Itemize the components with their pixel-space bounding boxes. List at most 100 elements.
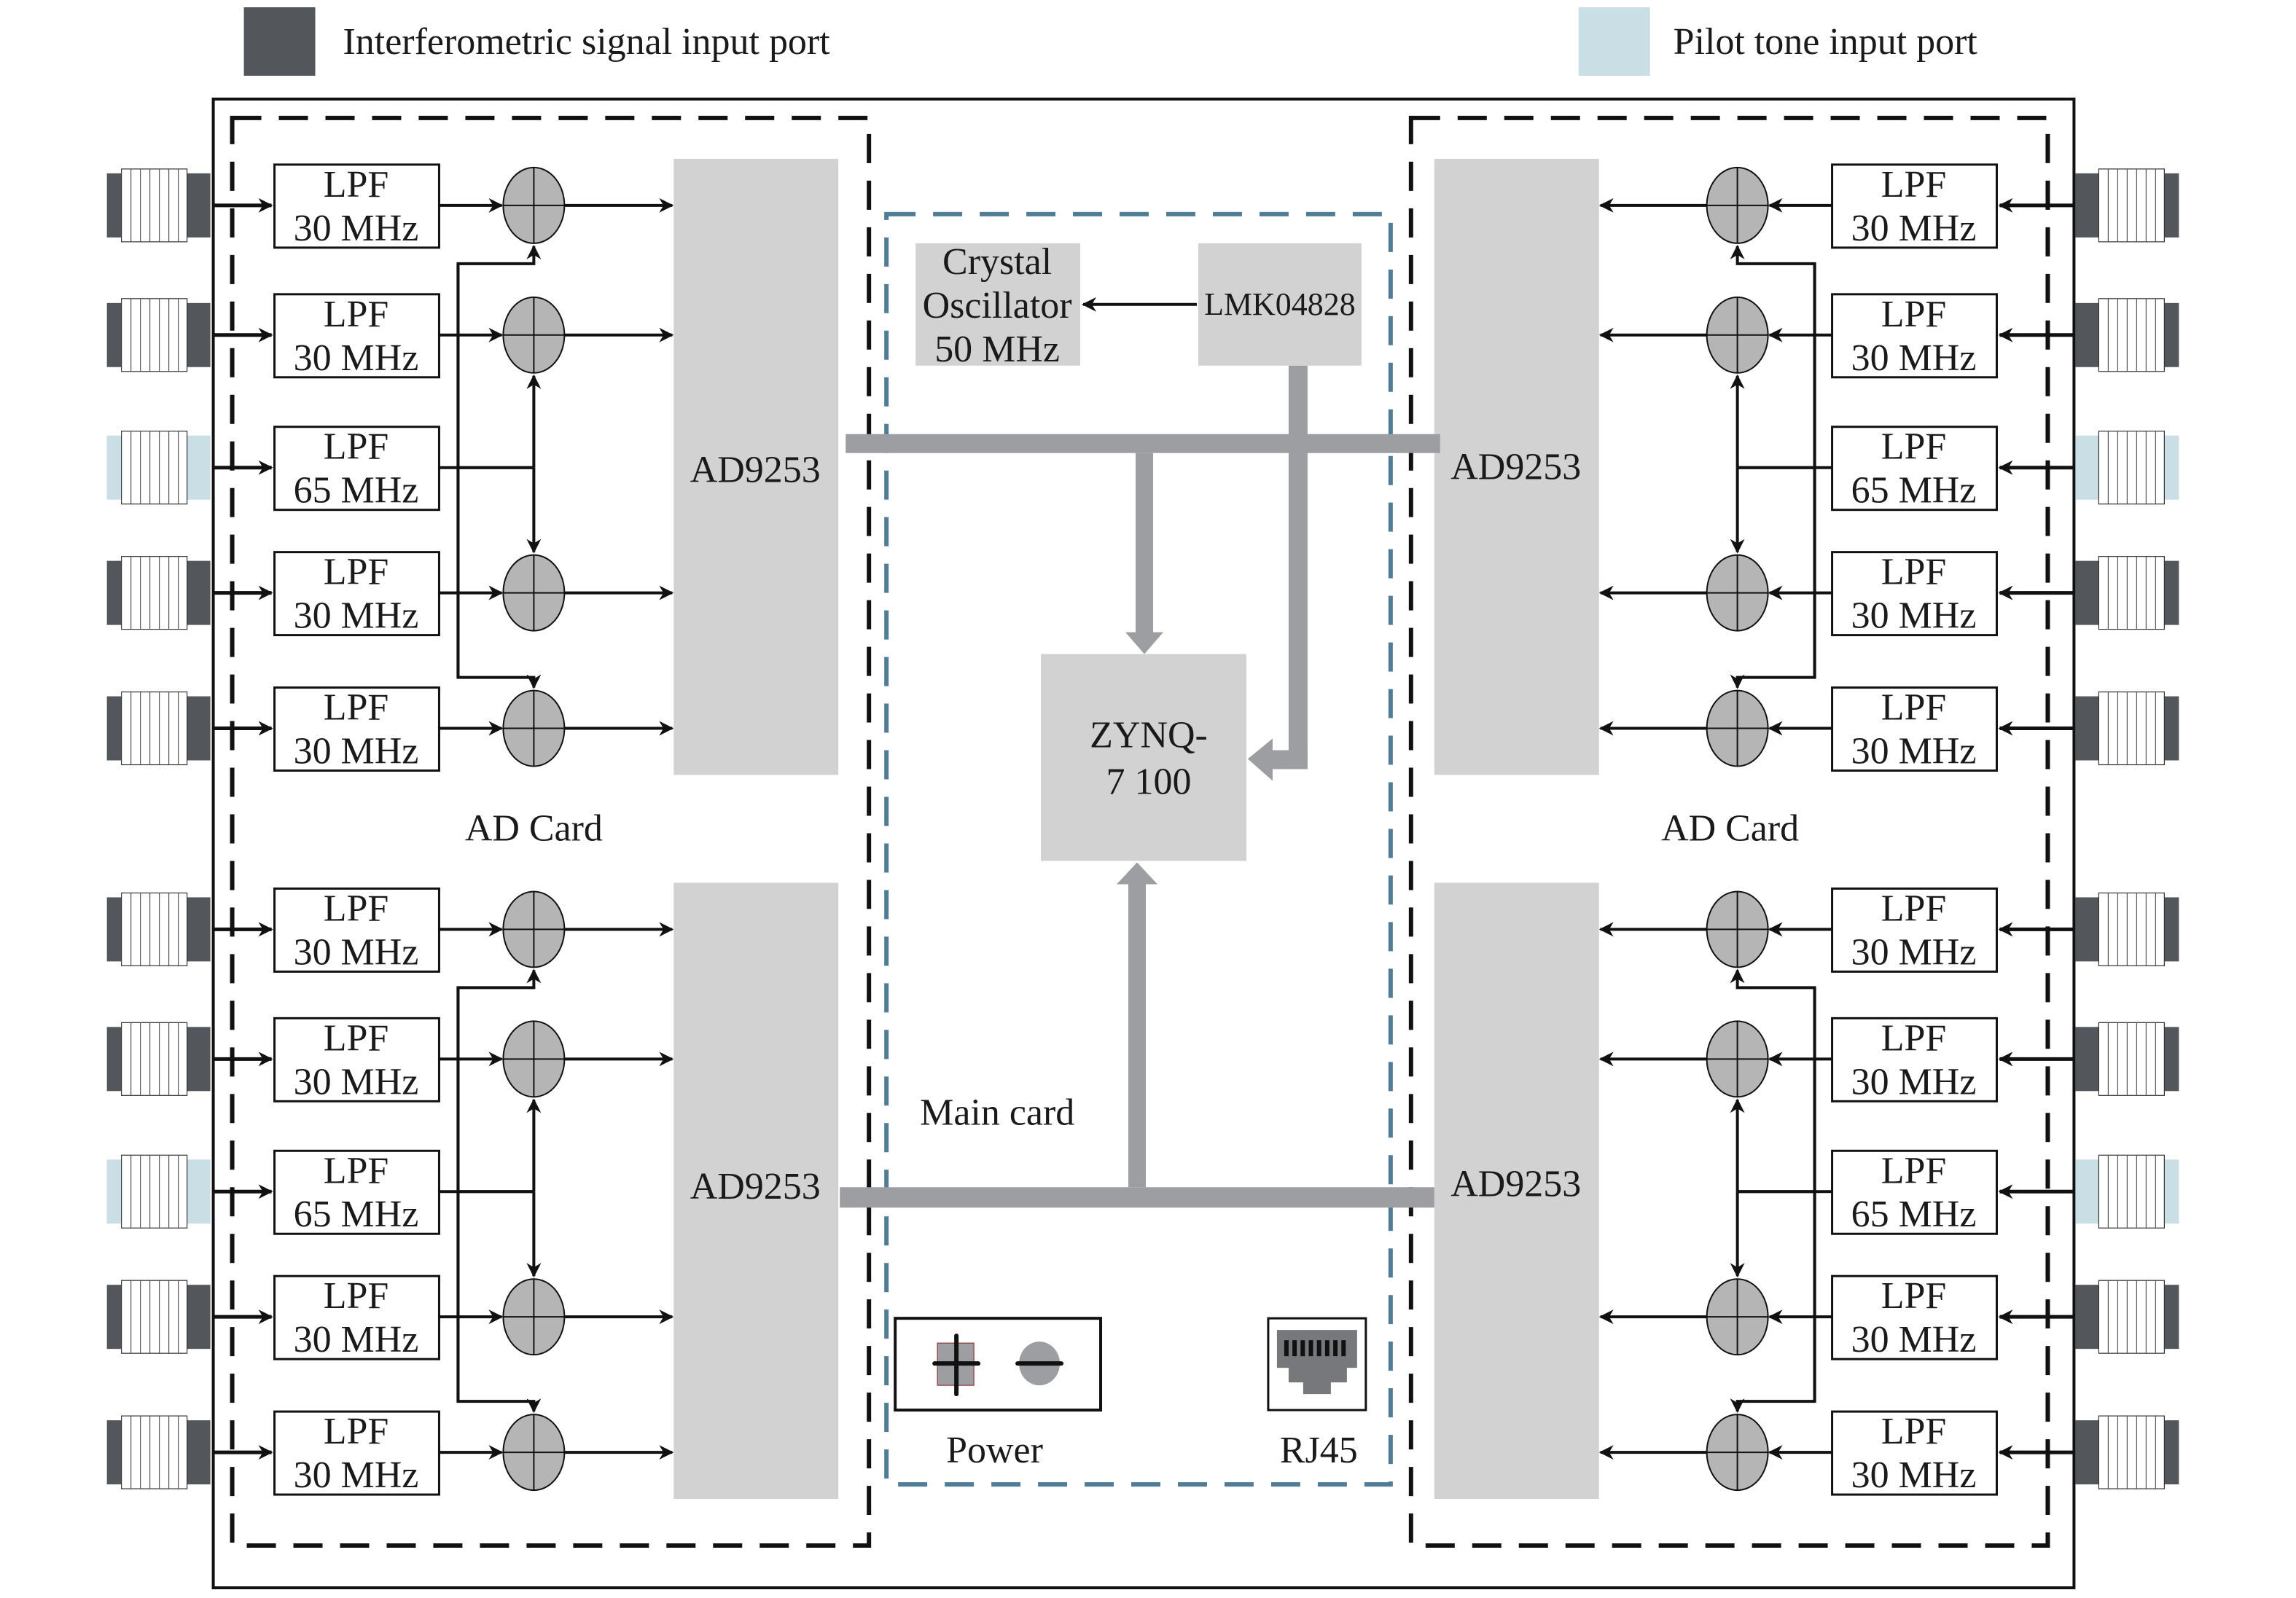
lpf-filter-block <box>273 163 440 249</box>
lpf-label: LPF <box>1881 1275 1947 1317</box>
ad-card-label: AD Card <box>465 807 603 849</box>
lpf-cutoff-label: 65 MHz <box>1851 470 1977 512</box>
lpf-filter-block <box>273 551 440 637</box>
interferometric-input-port[interactable] <box>106 298 211 372</box>
lpf-label: LPF <box>1881 426 1947 468</box>
lpf-cutoff-label: 30 MHz <box>294 931 419 973</box>
lpf-cutoff-label: 30 MHz <box>1851 1454 1977 1496</box>
lpf-label: LPF <box>1881 888 1947 929</box>
lpf-filter-block <box>273 1410 440 1496</box>
lpf-cutoff-label: 30 MHz <box>1851 208 1977 249</box>
lpf-label: LPF <box>324 426 389 468</box>
lpf-filter-block <box>1831 293 1998 379</box>
interferometric-input-port[interactable] <box>106 1280 211 1354</box>
pilot-tone-input-port[interactable] <box>2075 431 2179 505</box>
data-bus-bottom <box>840 1187 1434 1208</box>
zynq-fpga-block <box>1041 654 1246 861</box>
rj45-pin <box>1284 1340 1289 1357</box>
connector-thread-icon <box>121 431 188 505</box>
interferometric-input-port[interactable] <box>106 1415 211 1489</box>
lpf-filter-block <box>273 887 440 973</box>
rj45-pin <box>1292 1340 1297 1357</box>
signal-combiner <box>502 890 566 968</box>
bus-arrow-up-icon <box>1117 862 1157 885</box>
lpf-label: LPF <box>324 1017 389 1059</box>
lpf-filter-block <box>1831 887 1998 973</box>
interferometric-input-port[interactable] <box>2075 892 2179 966</box>
zynq-line2: 7 100 <box>1106 761 1192 803</box>
crystal-line3: 50 MHz <box>934 329 1060 370</box>
lpf-filter-block <box>273 686 440 772</box>
interferometric-input-port[interactable] <box>106 691 211 766</box>
signal-combiner <box>1706 890 1769 968</box>
rj45-connector[interactable] <box>1267 1317 1367 1411</box>
legend: Interferometric signal input port Pilot … <box>243 7 1977 76</box>
connector-thread-icon <box>2098 431 2165 505</box>
interferometric-input-port[interactable] <box>2075 1415 2179 1489</box>
lpf-filter-block <box>1831 426 1998 512</box>
signal-combiner <box>1706 1414 1769 1492</box>
lpf-cutoff-label: 30 MHz <box>1851 1061 1977 1102</box>
pilot-tone-input-port[interactable] <box>106 431 211 505</box>
signal-combiner <box>502 166 566 244</box>
ad9253-adc-block <box>1434 882 1599 1500</box>
rj45-pin <box>1341 1340 1346 1357</box>
bus-to-fpga-top <box>1136 453 1153 635</box>
legend-swatch-pilot <box>1578 7 1650 76</box>
ad-card-label: AD Card <box>1661 807 1799 849</box>
rj45-pin <box>1333 1340 1338 1357</box>
lpf-cutoff-label: 30 MHz <box>294 1061 419 1102</box>
interferometric-input-port[interactable] <box>2075 691 2179 766</box>
pilot-tone-input-port[interactable] <box>2075 1154 2179 1229</box>
connector-thread-icon <box>121 1022 188 1096</box>
lpf-label: LPF <box>324 164 389 205</box>
interferometric-input-port[interactable] <box>2075 1022 2179 1096</box>
connector-thread-icon <box>2098 556 2165 630</box>
interferometric-input-port[interactable] <box>2075 298 2179 372</box>
interferometric-input-port[interactable] <box>2075 556 2179 630</box>
interferometric-input-port[interactable] <box>106 556 211 630</box>
interferometric-input-port[interactable] <box>2075 1280 2179 1354</box>
signal-combiner <box>502 689 566 767</box>
lmk04828-block <box>1198 243 1362 366</box>
lpf-cutoff-label: 30 MHz <box>294 208 419 249</box>
legend-label-interferometric: Interferometric signal input port <box>343 21 831 63</box>
lpf-cutoff-label: 65 MHz <box>294 1194 419 1235</box>
lpf-cutoff-label: 65 MHz <box>294 470 419 512</box>
main-card-boundary <box>884 211 1393 1487</box>
signal-combiner <box>502 296 566 374</box>
connector-thread-icon <box>121 168 188 243</box>
lpf-cutoff-label: 30 MHz <box>294 595 419 637</box>
ad9253-adc-block <box>1434 158 1599 775</box>
pilot-tone-input-port[interactable] <box>106 1154 211 1229</box>
ad-card-right-boundary <box>1408 115 2050 1548</box>
interferometric-input-port[interactable] <box>106 168 211 243</box>
connector-thread-icon <box>121 298 188 372</box>
lpf-cutoff-label: 30 MHz <box>294 337 419 379</box>
power-label: Power <box>946 1430 1043 1471</box>
lpf-label: LPF <box>1881 1017 1947 1059</box>
connector-thread-icon <box>2098 1415 2165 1489</box>
interferometric-input-port[interactable] <box>106 1022 211 1096</box>
connector-thread-icon <box>121 691 188 766</box>
ad-card-left-boundary <box>230 115 872 1548</box>
main-card: Crystal Oscillator 50 MHz LMK04828 ZYNQ-… <box>894 241 1367 1471</box>
signal-combiner <box>502 1020 566 1098</box>
lpf-filter-block <box>1831 1149 1998 1235</box>
interferometric-input-port[interactable] <box>2075 168 2179 243</box>
ad9253-label: AD9253 <box>1450 1163 1581 1205</box>
interferometric-input-port[interactable] <box>106 892 211 966</box>
zynq-line1: ZYNQ- <box>1090 715 1208 756</box>
lpf-cutoff-label: 30 MHz <box>294 1454 419 1496</box>
crystal-oscillator-block <box>915 243 1081 366</box>
power-connector[interactable] <box>894 1317 1103 1412</box>
ad9253-label: AD9253 <box>690 450 821 491</box>
data-bus-top <box>846 434 1440 453</box>
